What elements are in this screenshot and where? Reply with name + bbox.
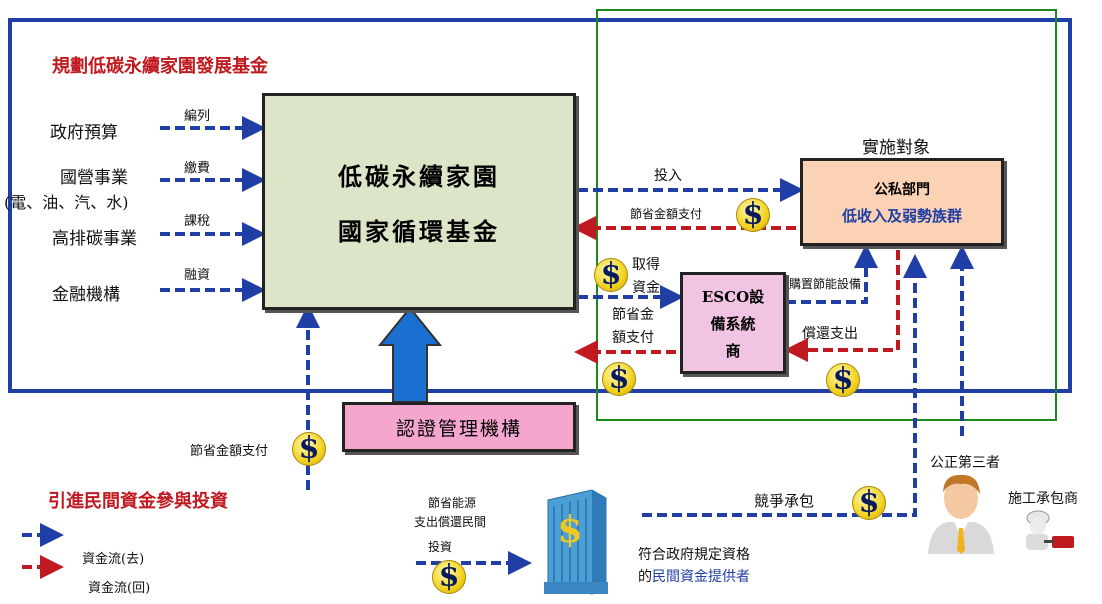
- cert-label: 認證管理機構: [395, 417, 522, 440]
- arrow-repay: [784, 250, 900, 362]
- fund-line-2: 國家循環基金: [338, 216, 500, 246]
- arrow-buy-equipment: [786, 244, 878, 304]
- fund-line-1: 低碳永續家園: [338, 161, 500, 191]
- worker-icon: [1014, 508, 1080, 554]
- action-budget: 編列: [184, 109, 211, 124]
- private-title: 引進民間資金參與投資: [48, 491, 228, 512]
- diagram-title: 規劃低碳永續家園發展基金: [52, 56, 268, 77]
- target-line-1: 公私部門: [874, 181, 930, 198]
- label-repay: 償還支出: [802, 326, 858, 342]
- source-finance: 金融機構: [52, 285, 120, 305]
- national-fund-box: 低碳永續家園 國家循環基金: [262, 93, 576, 310]
- esco-line-2: 備系統: [710, 314, 756, 333]
- action-high-carbon: 課稅: [184, 214, 211, 229]
- provider-line-2: 的民間資金提供者: [638, 566, 750, 586]
- cert-up-arrow: [377, 306, 443, 403]
- label-savings-pay: 節省金額支付: [630, 207, 703, 221]
- dollar-coin-icon: $: [432, 560, 466, 594]
- dollar-coin-icon: $: [736, 198, 770, 232]
- label-energy-saving-1: 節省能源: [428, 496, 477, 510]
- blue-frame: [8, 18, 1072, 393]
- label-compete: 競爭承包: [754, 492, 815, 510]
- label-obtain-2: 資金: [632, 280, 660, 296]
- third-party-label: 公正第三者: [930, 455, 1000, 471]
- dollar-coin-icon: $: [602, 362, 636, 396]
- arrow-compete: [642, 254, 927, 517]
- green-frame: [596, 9, 1057, 421]
- label-esco-savings-2: 額支付: [612, 330, 654, 346]
- svg-text:$: $: [557, 509, 582, 551]
- label-savings-bottom: 節省金額支付: [190, 444, 269, 459]
- label-obtain-1: 取得: [632, 257, 660, 273]
- target-box: 公私部門 低收入及弱勢族群: [800, 158, 1004, 246]
- dollar-coin-icon: $: [292, 432, 326, 466]
- action-state-enterprise: 繳費: [184, 161, 211, 176]
- source-high-carbon: 高排碳事業: [52, 229, 137, 249]
- target-title: 實施對象: [862, 138, 930, 158]
- provider-highlight: 民間資金提供者: [652, 569, 750, 585]
- label-buy-equipment: 購置節能設備: [789, 277, 862, 291]
- dollar-coin-icon: $: [826, 363, 860, 397]
- contractor-label: 施工承包商: [1008, 491, 1078, 507]
- provider-line-1: 符合政府規定資格: [638, 547, 750, 563]
- label-invest: 投入: [654, 168, 682, 184]
- action-finance: 融資: [184, 268, 211, 283]
- esco-box: ESCO設 備系統 商: [680, 272, 786, 374]
- label-esco-savings-1: 節省金: [612, 307, 654, 323]
- bank-building-icon: $: [540, 486, 614, 596]
- source-state-enterprise: 國營事業: [60, 168, 128, 188]
- label-energy-saving-2: 支出償還民間: [414, 515, 487, 529]
- dollar-coin-icon: $: [852, 486, 886, 520]
- cert-box: 認證管理機構: [342, 402, 576, 452]
- person-icon: [924, 470, 998, 554]
- legend-back-label: 資金流(回): [88, 581, 151, 596]
- source-utilities: (電、油、汽、水): [4, 193, 129, 212]
- legend-out-label: 資金流(去): [82, 552, 145, 567]
- esco-line-3: 商: [725, 341, 741, 360]
- target-line-2: 低收入及弱勢族群: [841, 206, 962, 225]
- dollar-coin-icon: $: [594, 258, 628, 292]
- provider-prefix: 的: [638, 569, 652, 585]
- esco-line-1: ESCO設: [701, 287, 765, 306]
- label-energy-saving-3: 投資: [428, 540, 453, 554]
- source-budget: 政府預算: [50, 123, 118, 143]
